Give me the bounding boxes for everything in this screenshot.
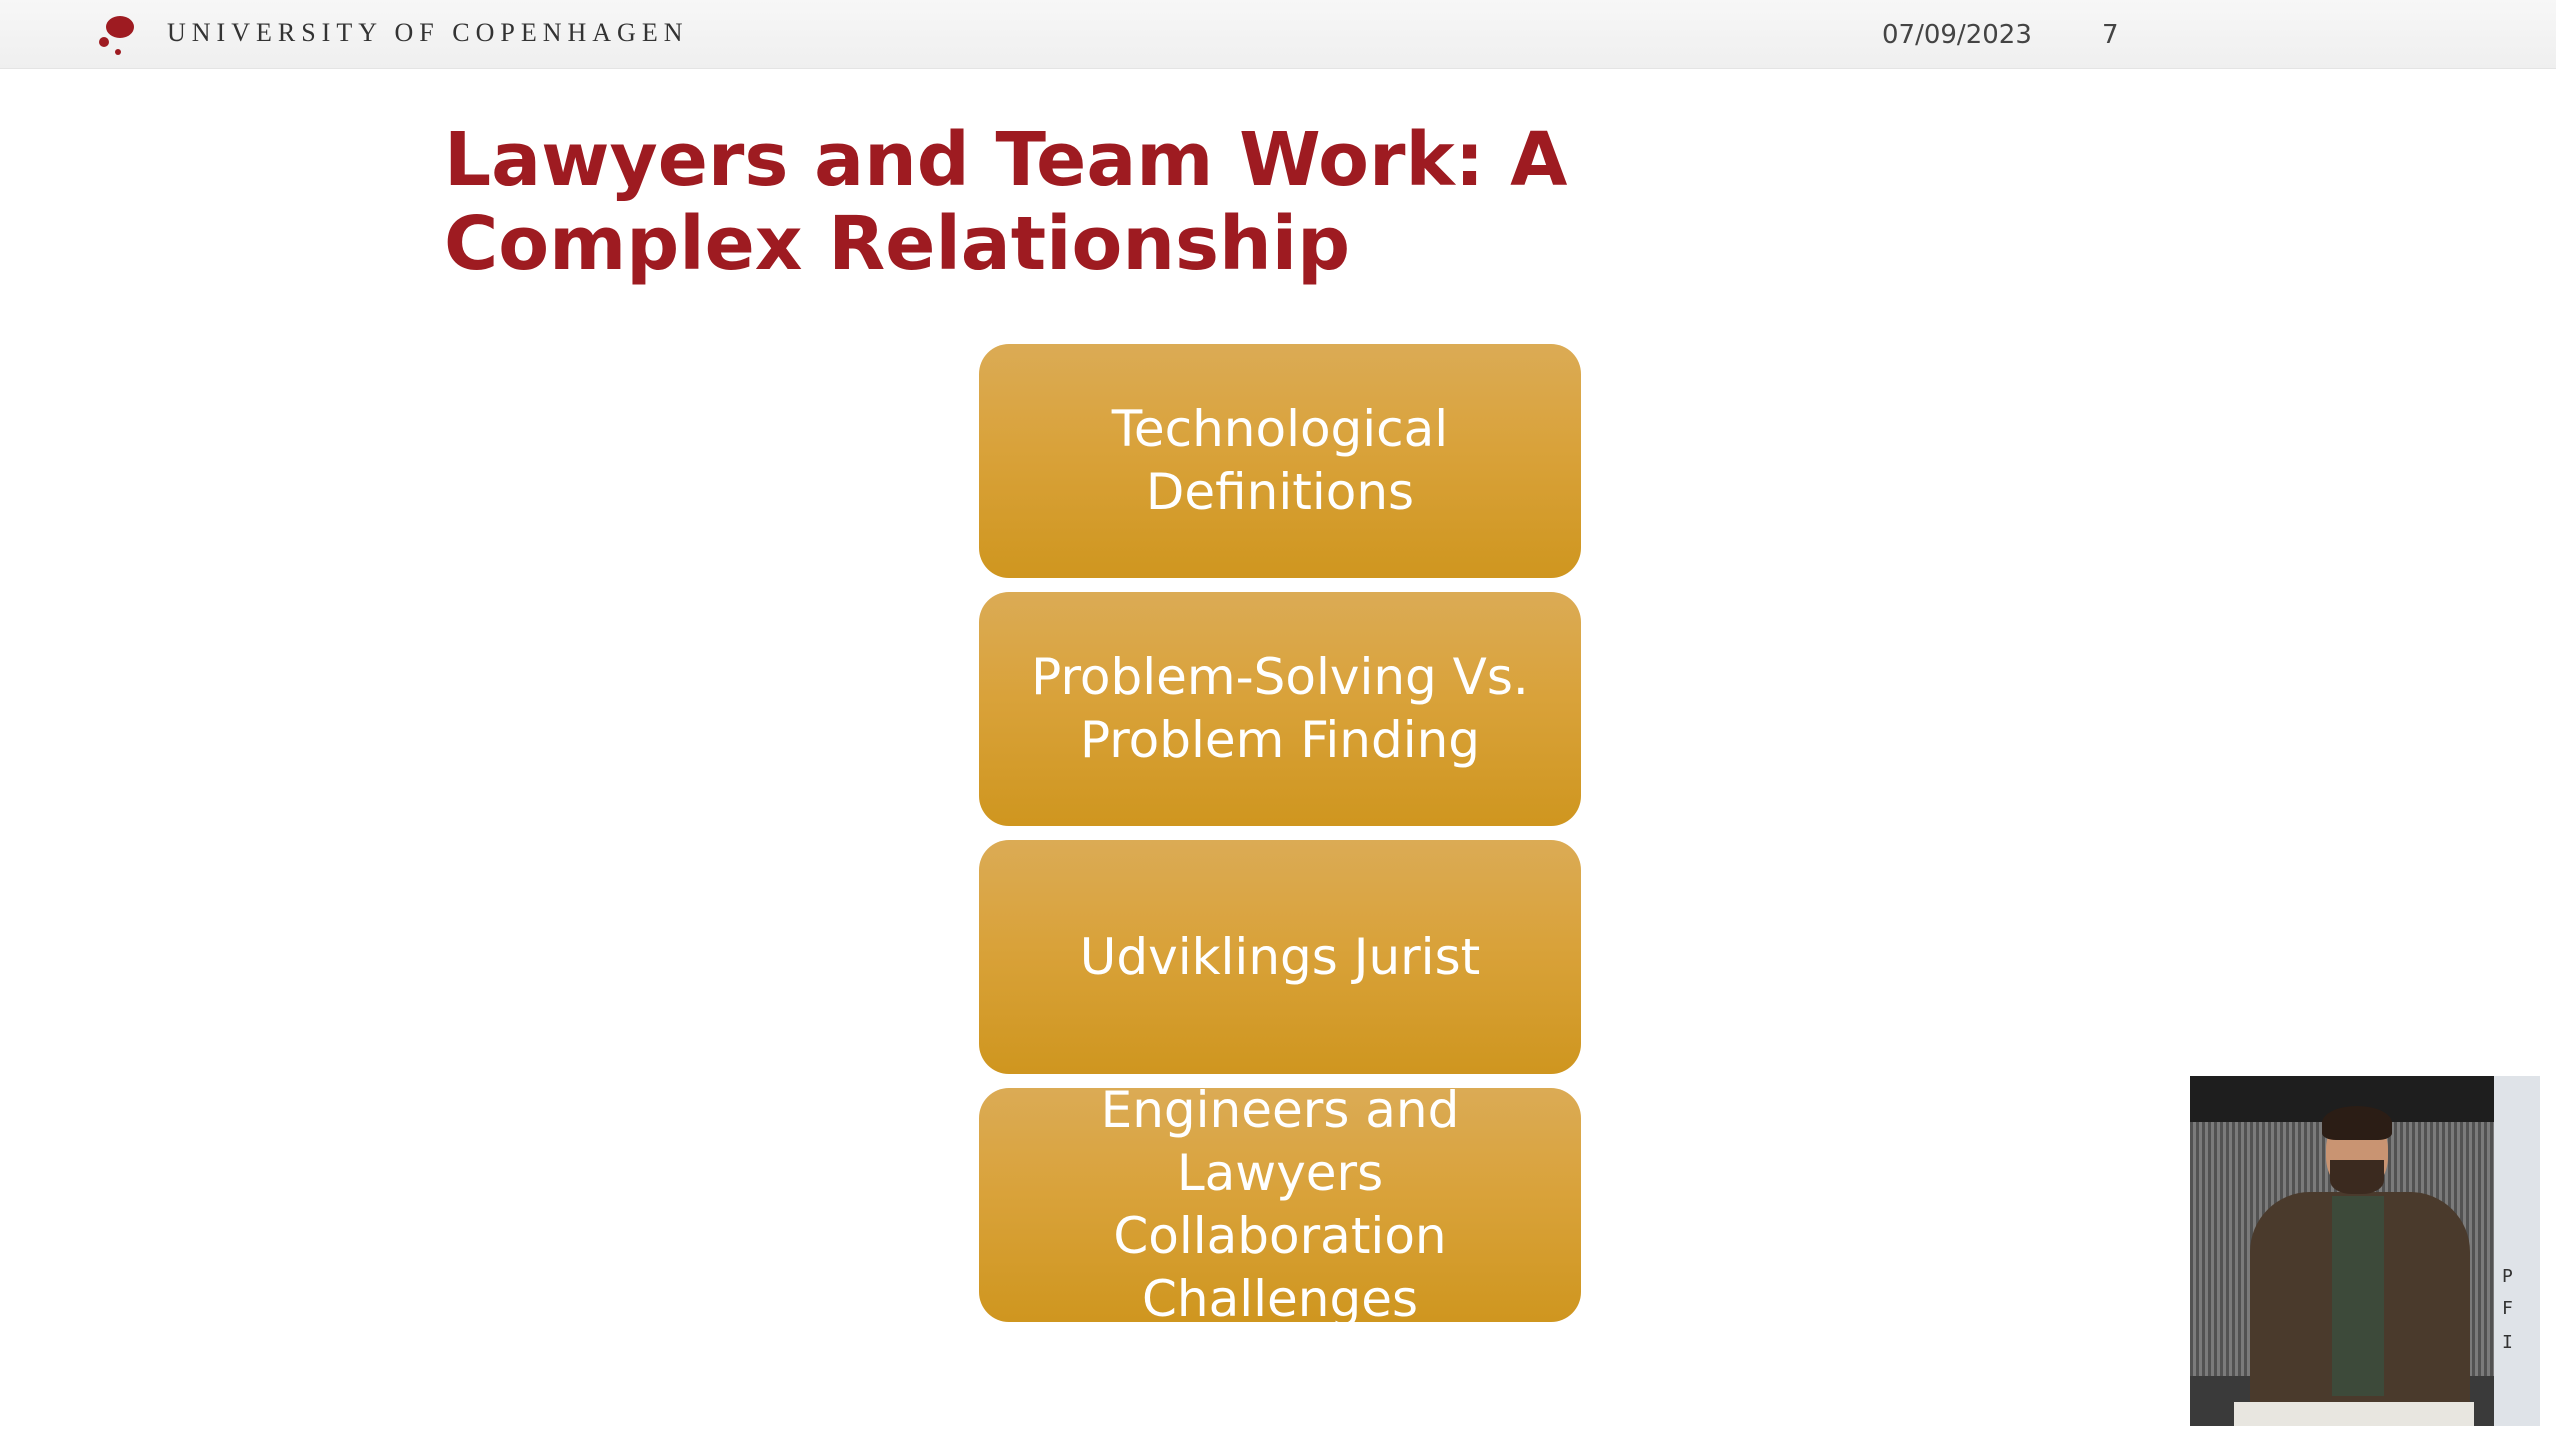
topic-label: Udviklings Jurist: [1079, 927, 1481, 986]
slide-header: UNIVERSITY OF COPENHAGEN 07/09/2023 7: [0, 0, 2556, 69]
university-logo-icon: [99, 16, 134, 55]
speaker-video[interactable]: P F I: [2190, 1076, 2540, 1426]
speaker-shirt: [2332, 1196, 2384, 1396]
screen-glyph: P: [2502, 1266, 2513, 1287]
slide-date: 07/09/2023: [1882, 20, 2032, 50]
speaker-hair: [2322, 1106, 2392, 1140]
slide-number: 7: [2102, 20, 2119, 50]
topic-box: Engineers and Lawyers Collaboration Chal…: [979, 1081, 1581, 1328]
screen-glyph: F: [2502, 1298, 2513, 1319]
topic-list: Technological Definitions Problem-Solvin…: [979, 344, 1581, 1336]
university-name: UNIVERSITY OF COPENHAGEN: [167, 18, 689, 47]
screen-glyph: I: [2502, 1332, 2513, 1353]
topic-box: Technological Definitions: [979, 344, 1581, 578]
topic-label: Problem-Solving Vs. Problem Finding: [1031, 648, 1529, 769]
topic-label: Technological Definitions: [1111, 400, 1449, 521]
lectern: [2234, 1402, 2474, 1426]
slide-title: Lawyers and Team Work: A Complex Relatio…: [444, 117, 1568, 287]
video-projection-screen: P F I: [2494, 1076, 2540, 1426]
speaker-beard: [2330, 1160, 2384, 1194]
topic-box: Problem-Solving Vs. Problem Finding: [979, 592, 1581, 826]
topic-box: Udviklings Jurist: [979, 840, 1581, 1074]
topic-label: Engineers and Lawyers Collaboration Chal…: [1100, 1081, 1460, 1328]
